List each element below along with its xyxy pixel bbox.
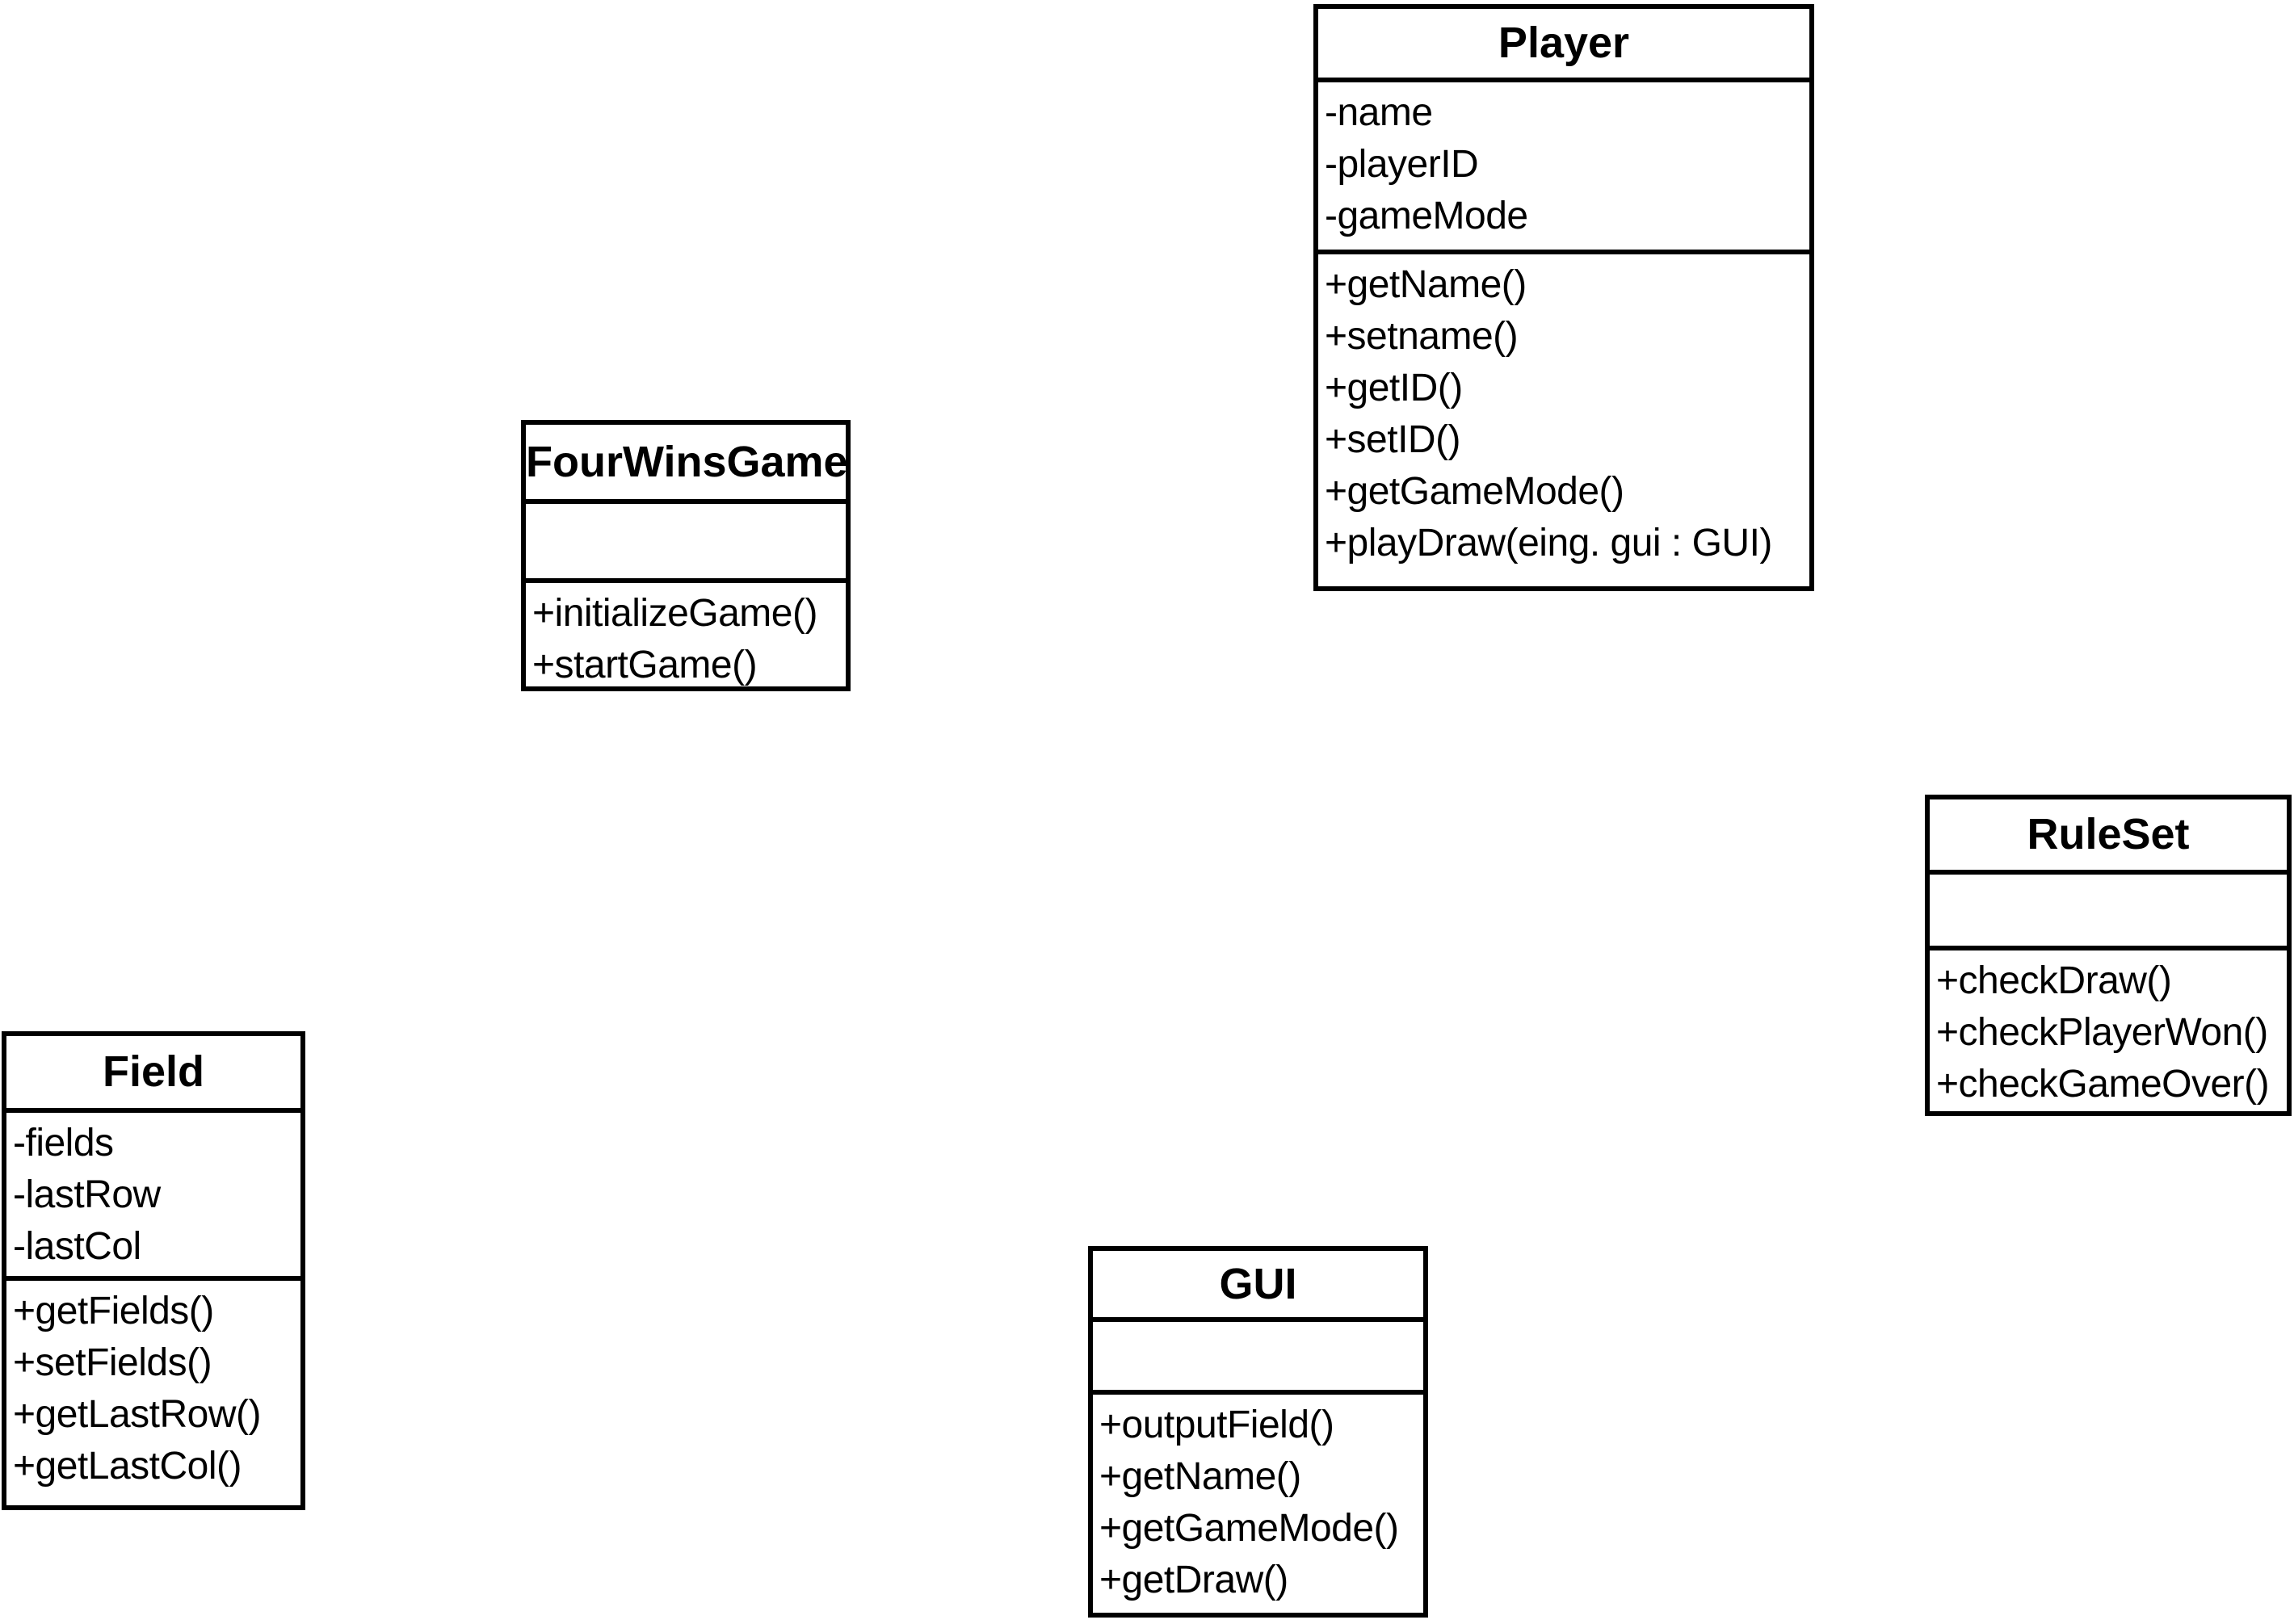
method: +getLastCol() [13,1445,242,1488]
methods-compartment-ruleset: +checkDraw() +checkPlayerWon() +checkGam… [1930,950,2287,1111]
class-box-player: Player -name -playerID -gameMode +getNam… [1313,4,1814,591]
methods-compartment-player: +getName() +setname() +getID() +setID() … [1318,254,1809,586]
method: +checkPlayerWon() [1936,1011,2268,1054]
attribute: -lastCol [13,1225,141,1268]
attributes-compartment-player: -name -playerID -gameMode [1318,82,1809,254]
method: +getName() [1325,263,1527,306]
method: +getFields() [13,1290,214,1332]
attributes-compartment-gui [1093,1322,1423,1395]
method: +getName() [1099,1455,1301,1498]
method: +setID() [1325,418,1461,461]
method: +setFields() [13,1341,212,1384]
class-box-ruleset: RuleSet +checkDraw() +checkPlayerWon() +… [1925,795,2292,1116]
method: +playDraw(eing. gui : GUI) [1325,522,1772,564]
class-box-fourwinsgame: FourWinsGame +initializeGame() +startGam… [521,420,851,691]
method: +initializeGame() [532,592,817,635]
method: +getID() [1325,367,1463,409]
attribute: -playerID [1325,143,1479,186]
class-title-gui: GUI [1093,1251,1423,1322]
attributes-compartment-fourwinsgame [526,504,846,583]
methods-compartment-field: +getFields() +setFields() +getLastRow() … [6,1281,300,1505]
method: +checkGameOver() [1936,1063,2270,1106]
attribute: -name [1325,91,1433,134]
attribute: -gameMode [1325,195,1528,237]
class-title-fourwinsgame: FourWinsGame [526,425,846,504]
attribute: -lastRow [13,1173,161,1216]
class-title-ruleset: RuleSet [1930,799,2287,875]
method: +outputField() [1099,1404,1334,1446]
class-title-field: Field [6,1036,300,1113]
method: +getLastRow() [13,1393,261,1436]
attributes-compartment-field: -fields -lastRow -lastCol [6,1113,300,1281]
method: +getGameMode() [1099,1507,1399,1550]
method: +checkDraw() [1936,959,2172,1002]
class-box-field: Field -fields -lastRow -lastCol +getFiel… [2,1031,305,1510]
methods-compartment-fourwinsgame: +initializeGame() +startGame() [526,583,846,686]
attribute: -fields [13,1122,114,1164]
class-box-gui: GUI +outputField() +getName() +getGameMo… [1088,1246,1428,1618]
method: +getDraw() [1099,1559,1288,1601]
method: +setname() [1325,315,1519,358]
method: +getGameMode() [1325,470,1624,513]
class-title-player: Player [1318,9,1809,82]
attributes-compartment-ruleset [1930,875,2287,950]
methods-compartment-gui: +outputField() +getName() +getGameMode()… [1093,1395,1423,1613]
method: +startGame() [532,644,758,686]
